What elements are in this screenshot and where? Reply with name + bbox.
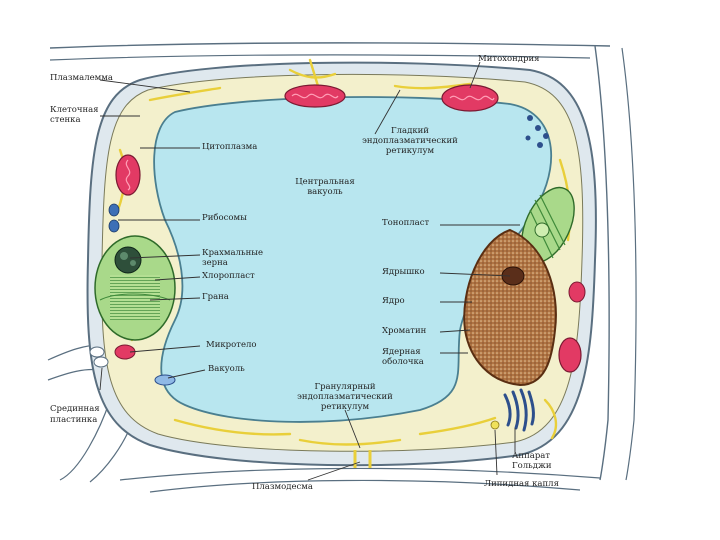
label-central-vacuole-line1: Центральная [295, 177, 355, 187]
label-golgi-line2: Гольджи [512, 461, 552, 471]
label-nucleus: Ядро [382, 296, 405, 306]
label-vacuole: Вакуоль [208, 364, 245, 374]
label-middle-lamella-line2: пластинка [50, 415, 98, 425]
label-plasmodesma: Плазмодесма [252, 482, 313, 492]
label-lipid-droplet: Липидная капля [484, 479, 559, 489]
nucleus [463, 228, 557, 387]
label-smooth-er-line2: эндоплазматический [362, 136, 458, 146]
label-rough-er-line3: ретикулум [320, 402, 370, 412]
label-tonoplast: Тонопласт [382, 218, 430, 228]
label-central-vacuole-line2: вакуоль [307, 187, 343, 197]
chloroplast-left [94, 235, 176, 341]
label-smooth-er-line3: ретикулум [385, 146, 435, 156]
label-nucleolus: Ядрышко [382, 267, 425, 277]
label-ribosomes: Рибосомы [202, 213, 247, 223]
label-cell-wall-line1: Клеточная [50, 105, 99, 115]
label-cell-wall-line2: стенка [50, 115, 81, 125]
plasmodesma-marks [353, 450, 372, 468]
label-cytoplasm: Цитоплазма [202, 142, 258, 152]
middle-lamella-bubbles [89, 346, 109, 368]
label-golgi-line1: Аппарат [512, 451, 551, 461]
label-microbody: Микротело [206, 340, 257, 350]
label-starch-grains-line1: Крахмальные [202, 248, 264, 258]
label-nuclear-envelope-line1: Ядерная [382, 347, 421, 357]
leader-lines [99, 61, 520, 481]
label-nuclear-envelope-line2: оболочка [382, 357, 424, 367]
label-rough-er-line1: Гранулярный [314, 382, 376, 392]
label-rough-er-line2: эндоплазматический [297, 392, 393, 402]
label-grana: Грана [202, 292, 229, 302]
label-starch-grains-line2: зерна [202, 258, 228, 268]
label-mitochondrion: Митохондрия [478, 54, 540, 64]
label-chloroplast: Хлоропласт [202, 271, 255, 281]
mitochondria [115, 84, 586, 373]
label-plasmalemma: Плазмалемма [50, 73, 113, 83]
central-vacuole [153, 96, 553, 423]
golgi-apparatus [503, 388, 535, 432]
label-middle-lamella-line1: Срединная [50, 404, 100, 414]
label-chromatin: Хроматин [382, 326, 427, 336]
label-smooth-er-line1: Гладкий [391, 126, 429, 136]
